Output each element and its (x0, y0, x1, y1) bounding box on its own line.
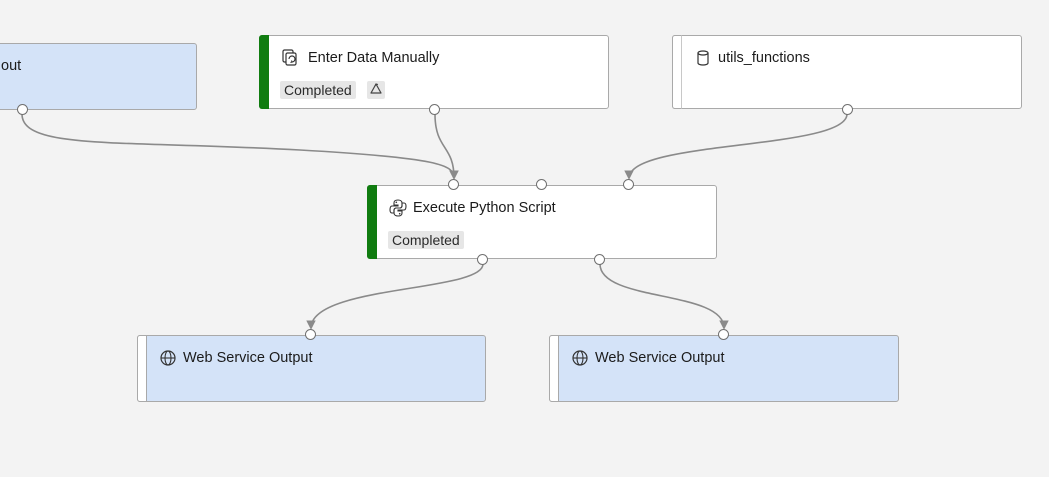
status-badge: Completed (388, 231, 464, 249)
partial-output-node-title: out (1, 58, 22, 74)
status-badge: Completed (280, 81, 356, 99)
partial-output-node[interactable]: out (0, 43, 197, 110)
connection-utils-to-python[interactable] (624, 113, 848, 180)
enter-data-manually-node[interactable]: Enter Data Manually Completed (259, 35, 609, 109)
web-service-output-title: Web Service Output (183, 350, 313, 366)
globe-icon (570, 348, 590, 368)
python-icon (388, 198, 408, 218)
web-service-output-title: Web Service Output (595, 350, 725, 366)
connection-python-to-web-out-2[interactable] (599, 263, 729, 330)
web-service-output-1-input-port[interactable] (305, 329, 316, 340)
python-input-port-2[interactable] (536, 179, 547, 190)
python-input-port-3[interactable] (623, 179, 634, 190)
enter-data-manually-title: Enter Data Manually (308, 50, 440, 66)
utils-functions-title: utils_functions (718, 50, 810, 66)
execute-python-script-title: Execute Python Script (413, 200, 556, 216)
enter-data-output-port[interactable] (429, 104, 440, 115)
connection-python-to-web-out-1[interactable] (306, 263, 484, 330)
globe-icon (158, 348, 178, 368)
dataset-icon (280, 48, 300, 68)
python-output-port-2[interactable] (594, 254, 605, 265)
recycle-icon (367, 81, 385, 99)
execute-python-script-node[interactable]: Execute Python Script Completed (367, 185, 717, 259)
partial-output-port[interactable] (17, 104, 28, 115)
status-bar-none (549, 335, 559, 402)
web-service-output-node-1[interactable]: Web Service Output (137, 335, 486, 402)
status-bar-completed (367, 185, 377, 259)
database-icon (693, 48, 713, 68)
status-bar-none (137, 335, 147, 402)
web-service-output-2-input-port[interactable] (718, 329, 729, 340)
status-bar-completed (259, 35, 269, 109)
utils-functions-output-port[interactable] (842, 104, 853, 115)
python-output-port-1[interactable] (477, 254, 488, 265)
utils-functions-node[interactable]: utils_functions (672, 35, 1022, 109)
connection-enter-data-to-python[interactable] (434, 113, 459, 180)
python-input-port-1[interactable] (448, 179, 459, 190)
web-service-output-node-2[interactable]: Web Service Output (549, 335, 899, 402)
status-bar-none (672, 35, 682, 109)
connection-partial-to-python[interactable] (21, 113, 459, 180)
